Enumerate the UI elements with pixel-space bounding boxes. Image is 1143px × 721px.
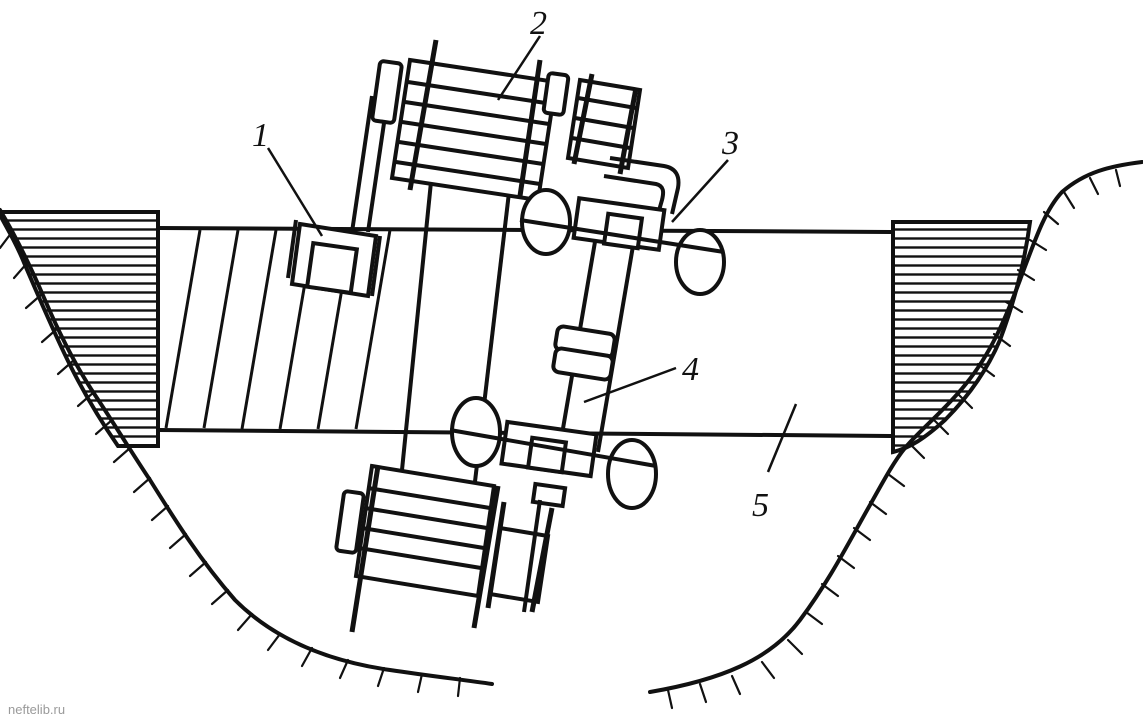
callout-5: 5 bbox=[752, 487, 769, 524]
leader-5 bbox=[766, 403, 798, 473]
upper-guide-roller bbox=[565, 73, 643, 175]
pipe-section-hatching bbox=[164, 229, 392, 430]
upper-winch-drum bbox=[370, 39, 571, 203]
lower-wheel-assembly bbox=[449, 396, 658, 510]
right-abutment bbox=[891, 220, 1033, 455]
leader-3 bbox=[671, 159, 729, 223]
callout-2: 2 bbox=[530, 5, 547, 42]
leader-2 bbox=[496, 35, 542, 101]
gripper-1 bbox=[286, 219, 382, 299]
upper-wheel-assembly bbox=[519, 188, 726, 296]
left-abutment bbox=[0, 210, 160, 448]
callout-3: 3 bbox=[721, 125, 739, 162]
leader-4 bbox=[583, 366, 677, 404]
cable-guide-tube bbox=[603, 156, 681, 215]
trolley-4 bbox=[551, 235, 636, 453]
watermark-text: neftelib.ru bbox=[8, 702, 65, 717]
callout-1: 1 bbox=[252, 117, 269, 154]
pipeline-body bbox=[157, 226, 894, 438]
soil-ticks-right bbox=[666, 168, 1122, 710]
leader-1 bbox=[266, 147, 324, 237]
callout-4: 4 bbox=[682, 351, 699, 388]
leader-lines bbox=[266, 35, 798, 473]
lower-winch-drum bbox=[334, 463, 555, 633]
